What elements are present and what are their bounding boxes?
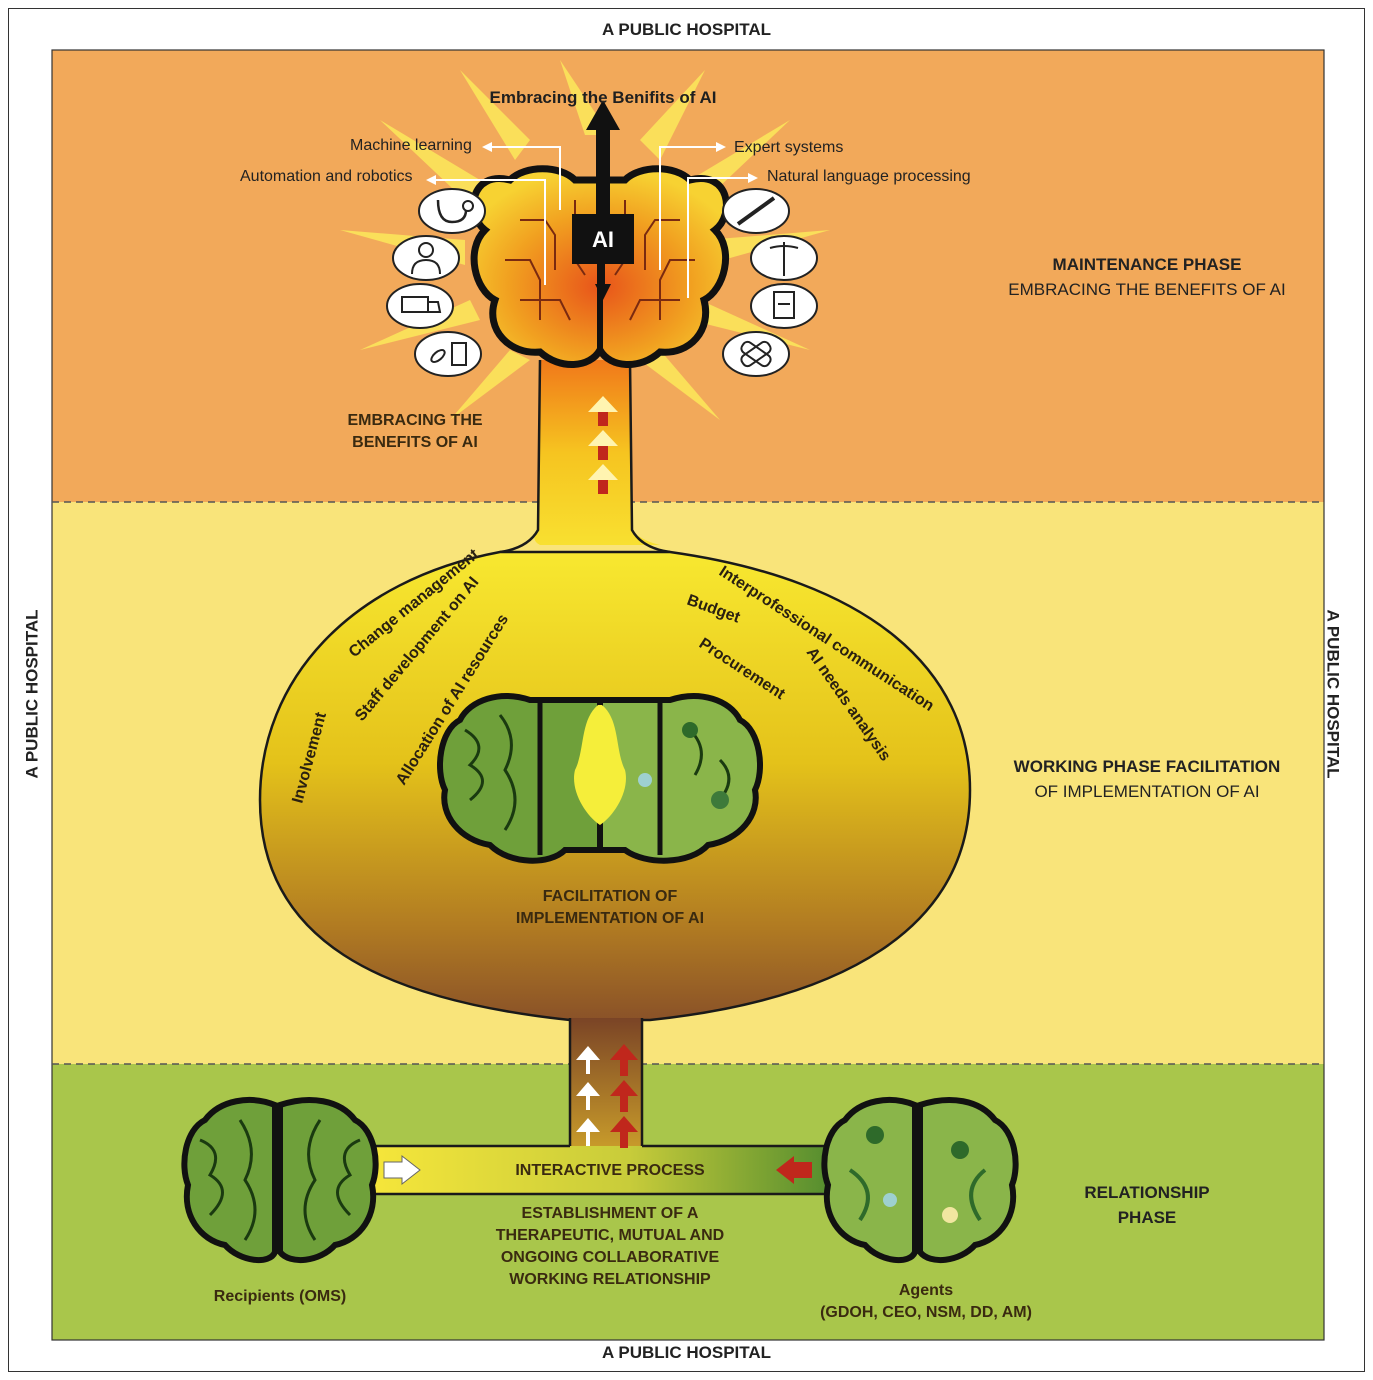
working-phase-title: WORKING PHASE FACILITATION	[996, 754, 1298, 779]
top-heading: Embracing the Benifits of AI	[462, 87, 744, 109]
working-phase-sub: OF IMPLEMENTATION OF AI	[1034, 782, 1259, 801]
agents-title: Agents	[810, 1280, 1042, 1302]
frame-label-left: A PUBLIC HOSPITAL	[23, 609, 43, 778]
stem-label: EMBRACING THE BENEFITS OF AI	[330, 410, 500, 454]
establishment-label: ESTABLISHMENT OF A THERAPEUTIC, MUTUAL A…	[470, 1203, 750, 1291]
agents-label: Agents (GDOH, CEO, NSM, DD, AM)	[810, 1280, 1042, 1324]
stethoscope-icon	[419, 189, 485, 233]
maintenance-phase-label: MAINTENANCE PHASE EMBRACING THE BENEFITS…	[996, 252, 1298, 302]
working-phase-label: WORKING PHASE FACILITATION OF IMPLEMENTA…	[996, 754, 1298, 804]
stem-arrows	[588, 396, 618, 494]
ai-box-label: AI	[592, 227, 614, 252]
clipboard-icon	[751, 284, 817, 328]
ellipse-center-label: FACILITATION OF IMPLEMENTATION OF AI	[490, 886, 730, 930]
frame-label-right: A PUBLIC HOSPITAL	[1323, 609, 1343, 778]
branch-expert-systems: Expert systems	[734, 139, 843, 157]
facilitation-brain	[440, 696, 760, 861]
agents-brain	[824, 1100, 1015, 1260]
relationship-phase-label: RELATIONSHIP PHASE	[1050, 1180, 1244, 1230]
maintenance-phase-title: MAINTENANCE PHASE	[996, 252, 1298, 277]
doctor-icon	[393, 236, 459, 280]
bandage-icon	[723, 332, 789, 376]
recipients-label: Recipients (OMS)	[190, 1286, 370, 1308]
agents-list: (GDOH, CEO, NSM, DD, AM)	[810, 1302, 1042, 1324]
frame-label-bottom: A PUBLIC HOSPITAL	[602, 1343, 771, 1363]
medicine-icon	[415, 332, 481, 376]
maintenance-phase-sub: EMBRACING THE BENEFITS OF AI	[1008, 280, 1285, 299]
relationship-phase-sub: PHASE	[1050, 1205, 1244, 1230]
caduceus-icon	[751, 236, 817, 280]
ambulance-icon	[387, 284, 453, 328]
interactive-process-label: INTERACTIVE PROCESS	[500, 1160, 720, 1182]
frame-label-top: A PUBLIC HOSPITAL	[602, 20, 771, 40]
syringe-icon	[723, 189, 789, 233]
branch-machine-learning: Machine learning	[350, 137, 472, 155]
branch-nlp: Natural language processing	[767, 168, 971, 186]
branch-automation-robotics: Automation and robotics	[240, 168, 413, 186]
recipients-brain	[184, 1100, 375, 1260]
relationship-phase-title: RELATIONSHIP	[1050, 1180, 1244, 1205]
